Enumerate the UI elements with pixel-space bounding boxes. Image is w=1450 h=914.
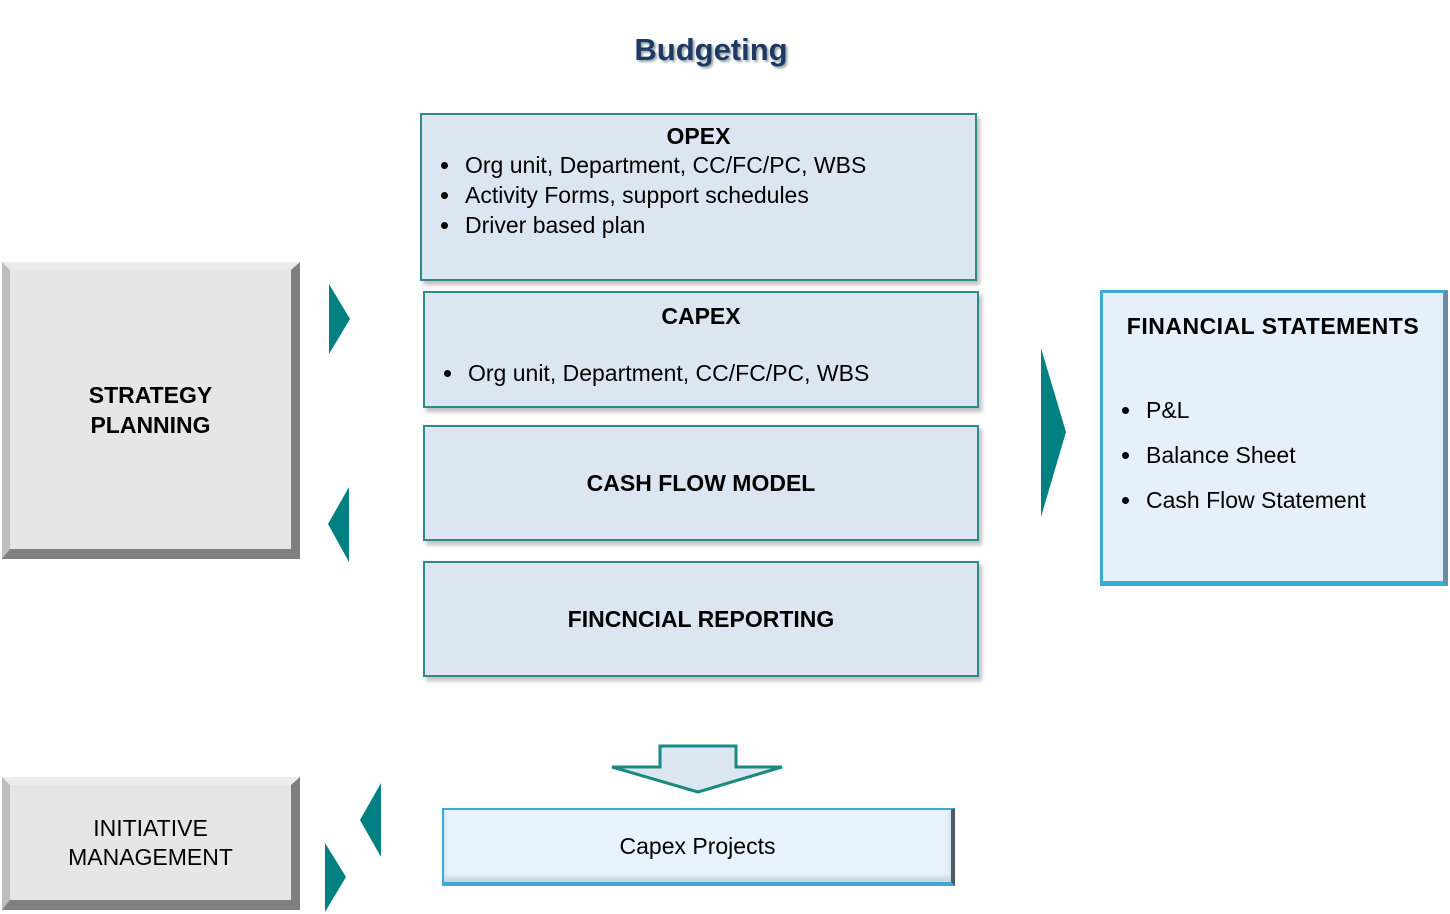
strategy-line: STRATEGY xyxy=(88,381,213,408)
financial-statements-box: FINANCIAL STATEMENTS P&L Balance Sheet C… xyxy=(1100,290,1448,586)
financial-heading: FINANCIAL STATEMENTS xyxy=(1126,313,1420,339)
arrow-left-icon xyxy=(360,783,381,857)
initiative-line: INITIATIVE xyxy=(93,814,208,841)
reporting-heading: FINCNCIAL REPORTING xyxy=(567,605,835,632)
arrow-right-icon xyxy=(329,284,350,354)
arrow-left-icon xyxy=(328,487,349,562)
page-title: Budgeting xyxy=(634,32,788,67)
strategy-planning-box: STRATEGY PLANNING xyxy=(2,262,300,559)
capex-projects-label: Capex Projects xyxy=(619,832,776,859)
cash-flow-model-box: CASH FLOW MODEL xyxy=(423,425,979,541)
opex-item: Activity Forms, support schedules xyxy=(462,180,975,210)
financial-item: Balance Sheet xyxy=(1143,433,1443,478)
capex-heading: CAPEX xyxy=(661,303,741,329)
opex-item: Driver based plan xyxy=(462,210,975,240)
cash-flow-heading: CASH FLOW MODEL xyxy=(586,469,816,496)
arrow-right-large-icon xyxy=(1041,348,1066,517)
arrow-right-icon xyxy=(325,843,346,912)
initiative-line: MANAGEMENT xyxy=(68,843,233,870)
financial-reporting-box: FINCNCIAL REPORTING xyxy=(423,561,979,677)
financial-item: Cash Flow Statement xyxy=(1143,478,1443,523)
capex-projects-box: Capex Projects xyxy=(442,808,955,886)
arrow-down-icon xyxy=(611,744,783,794)
opex-item: Org unit, Department, CC/FC/PC, WBS xyxy=(462,150,975,180)
strategy-line: PLANNING xyxy=(90,411,211,438)
opex-box: OPEX Org unit, Department, CC/FC/PC, WBS… xyxy=(420,113,977,281)
capex-item: Org unit, Department, CC/FC/PC, WBS xyxy=(465,358,977,388)
financial-item: P&L xyxy=(1143,388,1443,433)
capex-box: CAPEX Org unit, Department, CC/FC/PC, WB… xyxy=(423,291,979,408)
opex-heading: OPEX xyxy=(666,123,731,149)
